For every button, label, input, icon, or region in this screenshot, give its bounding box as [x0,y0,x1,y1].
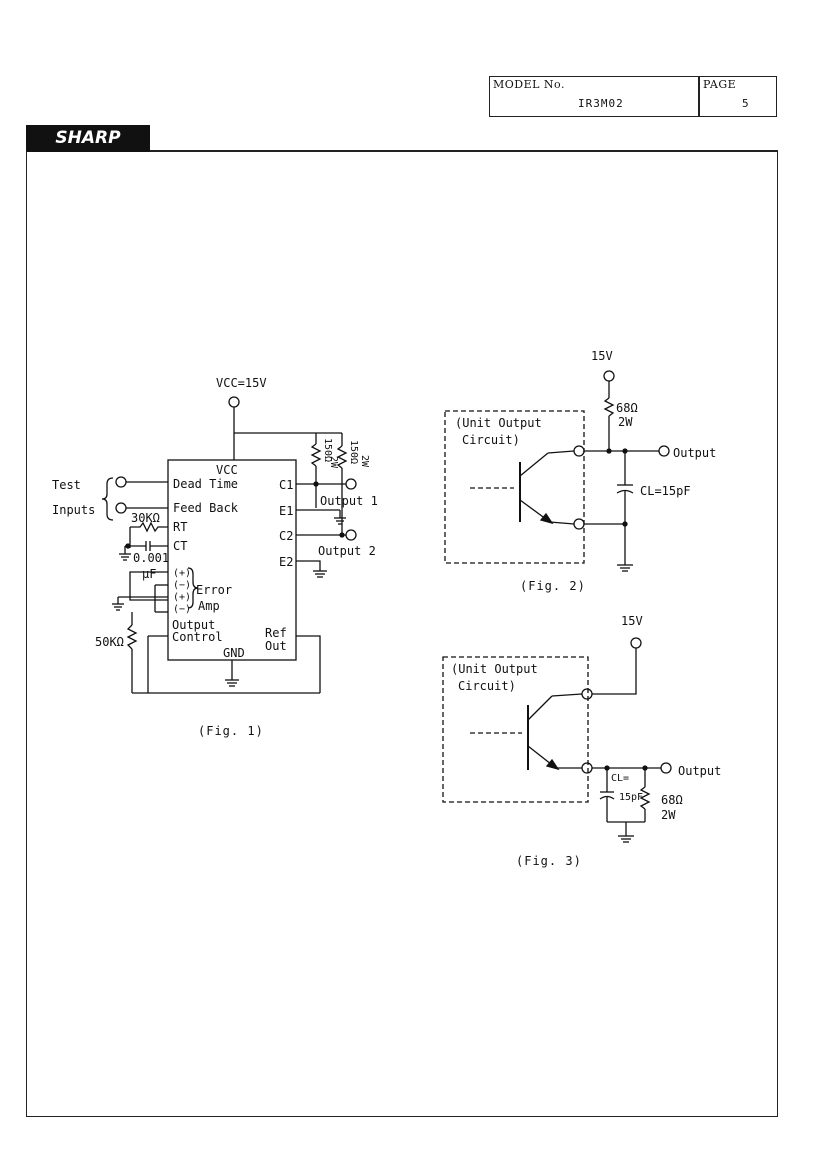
fig1-ea-wire-1 [129,571,168,601]
fig1-amp-label: Amp [198,599,220,613]
fig1-dead-time: Dead Time [173,477,238,491]
page-label: PAGE [703,78,737,91]
fig1-r2-label: 150Ω [348,440,359,464]
fig1-output-ctrl-1: Output [172,618,215,632]
fig1-rt-pin: RT [173,520,187,534]
fig1-e2-pin: E2 [279,555,293,569]
sharp-logo: SHARP [26,125,150,152]
fig1-r2-resistor [336,445,348,469]
fig2-node-1 [606,448,612,454]
fig3-output-label: Output [678,764,721,778]
fig2-unit-line1: (Unit Output [455,416,542,430]
fig2-unit-line2: Circuit) [462,433,520,447]
fig1-vcc-supply-label: VCC=15V [216,376,267,390]
fig1-plus1: (+) [173,568,191,579]
fig1-out-label: Out [265,639,287,653]
fig1-feed-back: Feed Back [173,501,239,515]
fig3-unit-box [442,656,589,803]
fig3-unit-line2: Circuit) [458,679,516,693]
fig1-output1-terminal [345,478,357,490]
page-value: 5 [742,97,750,110]
fig2-r-label: 68Ω [616,401,638,415]
fig1-c1-pin: C1 [279,478,293,492]
fig1-output1-label: Output 1 [320,494,378,508]
fig2-node-3 [622,521,628,527]
fig1-50k-label: 50KΩ [95,635,124,649]
page-frame [26,151,778,1117]
fig1-minus2: (−) [173,604,191,615]
fig1-test-label: Test [52,478,81,492]
fig1-chip-vcc: VCC [216,463,238,477]
model-label: MODEL No. [493,78,565,91]
fig2-r-watt: 2W [618,415,633,429]
fig1-pot-resistor [126,624,138,650]
header-box [489,76,777,117]
fig1-ct-node [125,543,131,549]
fig3-emitter-arrow [545,758,560,771]
fig1-output-ctrl-2: Control [172,630,223,644]
fig1-e2-wire [296,560,321,571]
fig3-cl-line2: 15pF [619,792,643,803]
fig1-output2-label: Output 2 [318,544,376,558]
fig1-ct-pin: CT [173,539,187,553]
fig2-cl-label: CL=15pF [640,484,691,498]
fig2-emitter-wire [549,521,575,525]
fig3-supply-label: 15V [621,614,643,628]
fig2-collector-wire [547,450,575,454]
fig1-c2-node [339,532,345,538]
fig1-ref-label: Ref [265,626,287,640]
fig1-inputs-label: Inputs [52,503,95,517]
fig2-caption: (Fig. 2) [520,579,586,593]
fig3-caption: (Fig. 3) [516,854,582,868]
header-divider [698,76,700,117]
fig2-output-label: Output [673,446,716,460]
fig1-error-label: Error [196,583,232,597]
fig2-transistor-collector [519,452,549,477]
frame-top-line [150,150,778,152]
fig3-supply-wire [592,648,637,695]
fig2-supply-label: 15V [591,349,613,363]
fig3-emitter-terminal [581,762,593,774]
fig1-001-label: 0.001 [133,551,169,565]
fig1-r2-watt: 2W [359,455,370,468]
fig3-collector-wire [551,693,583,697]
model-value: IR3M02 [578,97,624,110]
fig1-30k-label: 30KΩ [131,511,160,525]
fig3-r-watt: 2W [661,808,676,822]
fig1-error-brace [187,567,199,609]
fig1-test-brace [101,477,114,521]
fig3-r-label: 68Ω [661,793,683,807]
fig3-transistor-collector [527,695,553,721]
fig1-ref-out-wire [296,635,321,693]
fig1-c2-pin: C2 [279,529,293,543]
fig1-gnd-label: GND [223,646,245,660]
fig1-e1-pin: E1 [279,504,293,518]
fig3-output-terminal [660,762,672,774]
fig1-rt-resistor [130,521,168,533]
fig1-output2-terminal [345,529,357,541]
fig3-unit-line1: (Unit Output [451,662,538,676]
fig2-output-terminal [658,445,670,457]
fig3-supply-terminal [630,637,642,649]
fig1-r1-resistor [310,443,322,467]
fig3-cap-plate-2 [599,795,615,800]
fig2-unit-box [444,410,585,564]
fig1-minus1: (−) [173,580,191,591]
fig2-resistor [603,397,615,417]
fig1-caption: (Fig. 1) [198,724,264,738]
fig1-r1-watt: 2W [328,456,339,469]
fig3-cl-line1: CL= [611,773,629,784]
fig1-plus2: (+) [173,592,191,603]
fig2-cap-plate-2 [616,489,634,494]
fig3-resistor [639,786,651,810]
fig2-emitter-arrow [539,512,554,525]
fig3-collector-terminal [581,688,593,700]
fig1-c1-node [313,481,319,487]
fig1-r1-label: 150Ω [322,438,333,462]
fig1-uf-label: μF [142,567,156,581]
